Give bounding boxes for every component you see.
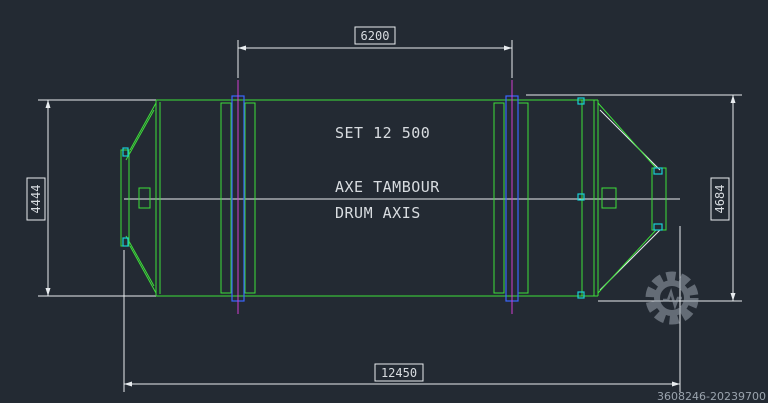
dim-4684: 4684 xyxy=(713,185,727,214)
centerlines xyxy=(237,80,513,314)
detail-marks xyxy=(122,97,663,299)
watermark-text: 3608246-20239700 xyxy=(657,390,766,403)
dim-box-bottom: 12450 xyxy=(374,363,424,382)
set-label: SET 12 500 xyxy=(335,124,430,142)
dim-4444: 4444 xyxy=(29,185,43,214)
axis-label-en: DRUM AXIS xyxy=(335,204,421,222)
dim-6200: 6200 xyxy=(361,29,390,43)
dim-box-left: 4444 xyxy=(26,177,46,221)
drum-body xyxy=(120,99,667,297)
dim-box-top: 6200 xyxy=(354,26,396,45)
dim-12450: 12450 xyxy=(381,366,417,380)
dimension-lines xyxy=(38,40,742,392)
gear-icon xyxy=(645,271,699,325)
dim-box-right: 4684 xyxy=(710,177,730,221)
axis-label-fr: AXE TAMBOUR xyxy=(335,178,440,196)
